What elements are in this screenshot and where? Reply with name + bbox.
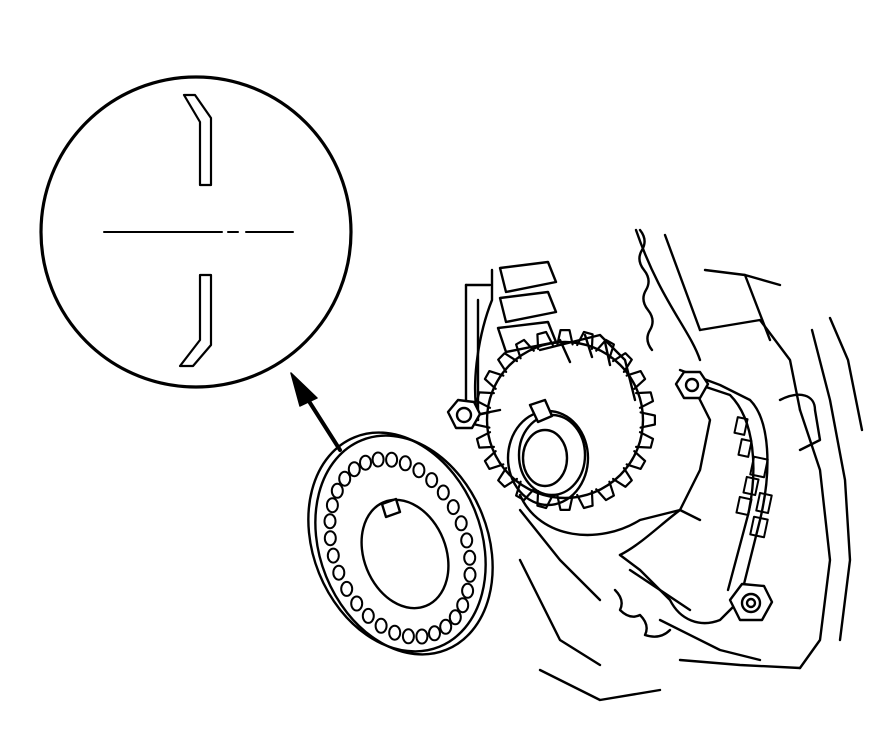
upper-index-mark	[182, 93, 213, 187]
disc-hole	[388, 624, 402, 641]
sprocket-tooth	[556, 329, 574, 346]
sprocket-teeth	[474, 329, 656, 511]
crankshaft-timing-sprocket	[474, 329, 656, 511]
disc-hole	[338, 470, 352, 487]
disc-hole	[448, 609, 462, 626]
sprocket-tooth	[635, 391, 655, 409]
disc-hole	[323, 513, 337, 530]
disc-hole	[401, 628, 415, 645]
disc-hole	[332, 564, 346, 581]
sprocket-tooth	[576, 490, 594, 510]
sprocket-tooth	[497, 467, 518, 488]
detail-circle	[39, 75, 353, 389]
bolt	[728, 582, 774, 622]
sprocket-tooth	[612, 467, 633, 488]
disc-hole	[359, 454, 372, 471]
disc-hole	[340, 580, 354, 597]
disc-hole	[361, 607, 375, 624]
disc-hole	[385, 451, 399, 468]
disc-hole	[461, 582, 475, 599]
disc-hole	[460, 532, 474, 549]
disc-hole	[463, 566, 477, 583]
crank-pulse-plate	[307, 431, 494, 656]
sprocket-tooth	[612, 352, 633, 373]
sprocket-tooth	[483, 450, 505, 470]
disc-hole	[446, 499, 460, 516]
disc-hole	[428, 625, 441, 642]
bolt	[446, 398, 502, 430]
disc-hole	[347, 461, 361, 478]
lower-index-mark	[178, 273, 213, 368]
disc-hole	[415, 628, 429, 645]
woodruff-key	[528, 398, 554, 424]
disc-hole	[326, 547, 340, 564]
sprocket-tooth	[536, 330, 554, 350]
lower-gear-fragment	[613, 568, 692, 638]
disc-hole	[439, 618, 453, 635]
disc-hole	[374, 617, 388, 634]
sprocket-tooth	[475, 431, 495, 449]
sprocket-tooth	[515, 338, 535, 360]
bolt	[674, 370, 710, 400]
disc-hole	[371, 451, 385, 468]
disc-hole	[436, 484, 450, 501]
sprocket-tooth	[595, 338, 615, 360]
timing-belt	[473, 228, 702, 537]
sprocket-tooth	[475, 391, 495, 409]
disc-hole	[454, 515, 468, 532]
sprocket-tooth	[625, 450, 647, 470]
sprocket-tooth	[595, 480, 615, 502]
disc-hole	[350, 595, 364, 612]
arrow	[290, 372, 342, 452]
disc-hole	[323, 530, 337, 547]
sprocket-tooth	[497, 352, 518, 373]
disc-hole-ring	[323, 451, 477, 645]
disc-hole	[463, 549, 477, 566]
disc-hole	[456, 597, 470, 614]
disc-hole	[412, 462, 426, 479]
sprocket-tooth	[483, 370, 505, 390]
disc-hole	[398, 455, 412, 472]
sprocket-tooth	[576, 330, 594, 350]
sprocket-tooth	[635, 431, 655, 449]
disc-hole	[325, 497, 339, 514]
disc-hole	[425, 472, 439, 489]
sprocket-tooth	[639, 411, 656, 429]
sprocket-tooth	[536, 490, 554, 510]
sprocket-tooth	[625, 370, 647, 390]
belt-guide-bracket	[618, 368, 773, 625]
disc-hole	[330, 482, 344, 499]
